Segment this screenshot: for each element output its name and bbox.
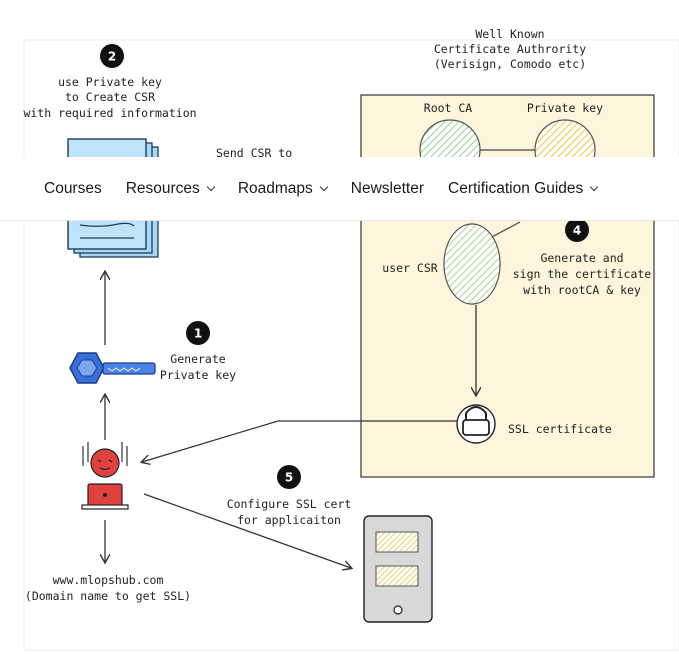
private-key-label: Private key	[527, 101, 603, 115]
step2-line3: with required information	[23, 106, 196, 120]
step5-badge	[277, 465, 301, 489]
nav-item-certification-guides-label: Certification Guides	[448, 179, 584, 197]
chevron-down-icon	[206, 182, 216, 191]
user-csr-ellipse	[443, 223, 501, 305]
ca-title-line1: Well Known	[475, 27, 544, 41]
nav-item-certification-guides[interactable]: Certification Guides	[448, 179, 599, 198]
step4-line3: with rootCA & key	[523, 283, 641, 297]
step2-line1: use Private key	[58, 75, 162, 89]
user-to-app-arrow	[143, 493, 351, 568]
domain-line1: www.mlopshub.com	[53, 573, 164, 587]
step4-number: 4	[573, 224, 581, 238]
cert-to-user-arrow	[142, 420, 457, 462]
step1-line2: Private key	[160, 368, 236, 382]
user-csr-label: user CSR	[382, 261, 437, 275]
chevron-down-icon	[590, 182, 599, 191]
ssl-cert-icon	[456, 404, 496, 444]
domain-line2: (Domain name to get SSL)	[25, 589, 191, 603]
sign-connector	[489, 221, 521, 239]
nav-item-courses[interactable]: Courses	[44, 180, 102, 198]
site-navbar: Courses Resources Roadmaps Newsletter Ce…	[0, 157, 679, 221]
root-ca-label: Root CA	[424, 101, 473, 115]
application-device-icon	[363, 515, 433, 623]
nav-item-resources[interactable]: Resources	[125, 179, 216, 198]
step5-line1: Configure SSL cert	[227, 497, 352, 511]
step4-badge	[565, 218, 589, 242]
nav-item-newsletter[interactable]: Newsletter	[351, 180, 424, 198]
step5-number: 5	[285, 471, 293, 485]
send-csr-label: Send CSR to	[216, 146, 292, 160]
step5-line2: for applicaiton	[237, 513, 341, 527]
nav-item-roadmaps[interactable]: Roadmaps	[237, 179, 329, 198]
key-icon	[69, 352, 156, 384]
ca-title-line2: Certificate Authrority	[434, 42, 586, 56]
step2-line2: to Create CSR	[65, 90, 155, 104]
step1-number: 1	[194, 327, 202, 341]
step2-number: 2	[108, 50, 116, 64]
step2-badge	[100, 44, 124, 68]
ssl-cert-label: SSL certificate	[508, 422, 612, 436]
step1-line1: Generate	[170, 352, 225, 366]
chevron-down-icon	[319, 182, 329, 191]
nav-item-roadmaps-label: Roadmaps	[237, 179, 313, 197]
nav-item-newsletter-label: Newsletter	[350, 179, 424, 197]
step4-line2: sign the certificate	[513, 267, 652, 281]
step4-line1: Generate and	[540, 251, 623, 265]
step1-badge	[186, 321, 210, 345]
nav-item-courses-label: Courses	[44, 179, 102, 197]
diagram-frame	[23, 39, 679, 651]
ca-title-line3: (Verisign, Comodo etc)	[434, 57, 586, 71]
user-avatar-icon	[81, 442, 129, 510]
nav-item-resources-label: Resources	[125, 179, 200, 197]
